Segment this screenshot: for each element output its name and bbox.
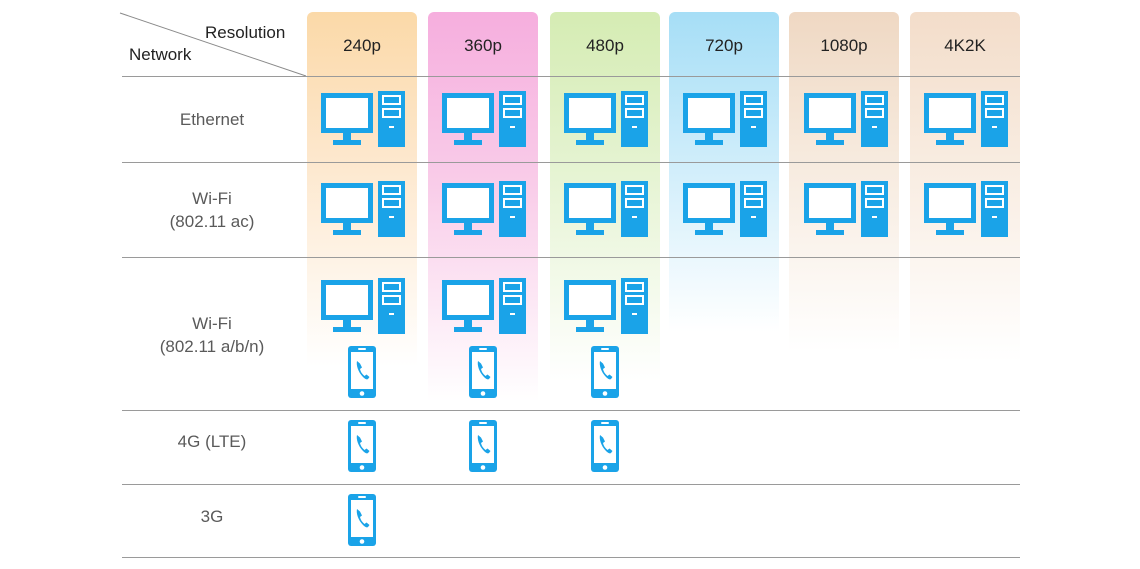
desktop-pc-icon — [441, 180, 527, 243]
column-header-720p: 720p — [705, 36, 743, 55]
column-background-720p — [669, 12, 779, 332]
row-label-wifi-ac: Wi-Fi (802.11 ac) — [122, 187, 302, 233]
desktop-pc-icon — [563, 277, 649, 340]
grid-line — [122, 410, 1020, 411]
desktop-pc-icon — [923, 90, 1009, 153]
column-header-1080p: 1080p — [820, 36, 868, 55]
row-label-line: 4G (LTE) — [177, 432, 247, 451]
smartphone-icon — [347, 493, 377, 552]
desktop-pc-icon — [320, 90, 406, 153]
corner-header-resolution: Resolution — [205, 23, 286, 42]
row-label-ethernet: Ethernet — [122, 108, 302, 131]
grid-line — [122, 162, 1020, 163]
grid-line — [122, 557, 1020, 558]
corner-diagonal-line — [119, 12, 307, 77]
grid-line — [122, 484, 1020, 485]
row-label-4g-lte: 4G (LTE) — [122, 430, 302, 453]
desktop-pc-icon — [803, 180, 889, 243]
row-label-line: Wi-Fi — [192, 189, 232, 208]
grid-line — [122, 76, 1020, 77]
desktop-pc-icon — [923, 180, 1009, 243]
row-label-line: 3G — [200, 507, 224, 526]
desktop-pc-icon — [563, 90, 649, 153]
smartphone-icon — [590, 345, 620, 404]
corner-header-network: Network — [129, 45, 192, 64]
smartphone-icon — [347, 345, 377, 404]
smartphone-icon — [468, 345, 498, 404]
desktop-pc-icon — [320, 277, 406, 340]
smartphone-icon — [590, 419, 620, 478]
column-header-4K2K: 4K2K — [944, 36, 986, 55]
row-label-wifi-abn: Wi-Fi (802.11 a/b/n) — [122, 312, 302, 358]
desktop-pc-icon — [320, 180, 406, 243]
grid-line — [122, 257, 1020, 258]
desktop-pc-icon — [803, 90, 889, 153]
desktop-pc-icon — [441, 277, 527, 340]
column-header-480p: 480p — [586, 36, 624, 55]
column-header-360p: 360p — [464, 36, 502, 55]
desktop-pc-icon — [563, 180, 649, 243]
smartphone-icon — [468, 419, 498, 478]
smartphone-icon — [347, 419, 377, 478]
row-label-line: (802.11 a/b/n) — [159, 337, 265, 356]
desktop-pc-icon — [441, 90, 527, 153]
row-label-line: Ethernet — [179, 110, 245, 129]
desktop-pc-icon — [682, 180, 768, 243]
column-header-240p: 240p — [343, 36, 381, 55]
row-label-line: Wi-Fi — [192, 314, 232, 333]
row-label-3g: 3G — [122, 505, 302, 528]
desktop-pc-icon — [682, 90, 768, 153]
row-label-line: (802.11 ac) — [169, 212, 255, 231]
